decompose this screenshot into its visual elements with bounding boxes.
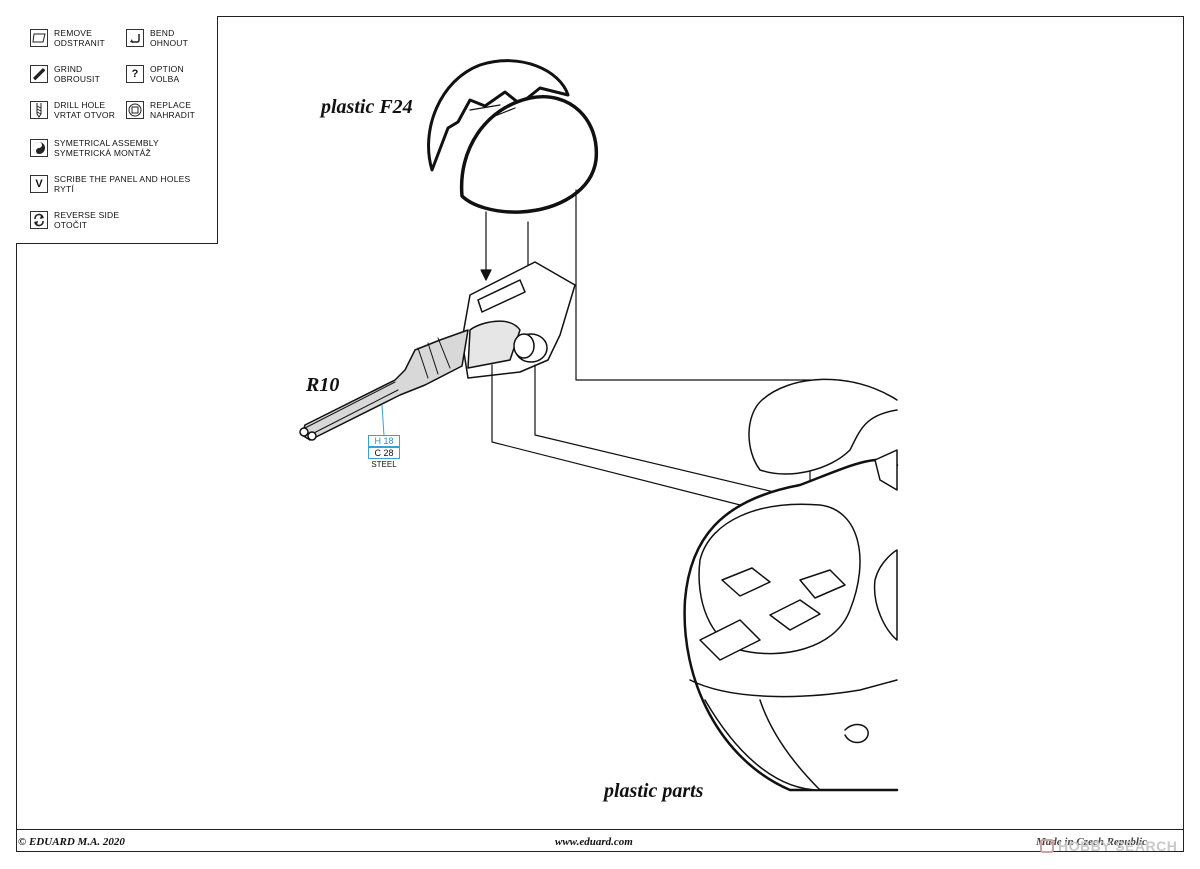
label-plastic-parts: plastic parts <box>604 780 704 802</box>
label-r10: R10 <box>306 374 340 396</box>
instruction-sheet-frame <box>16 16 1184 852</box>
legend-label: DRILL HOLE <box>54 100 106 110</box>
footer-made-in: Made in Czech Republic <box>1036 836 1147 848</box>
legend-label: SCRIBE THE PANEL AND HOLES <box>54 174 191 184</box>
watermark-logo-icon <box>1040 839 1054 853</box>
fuselage-nose-drawing <box>683 378 899 792</box>
legend-label: REVERSE SIDE <box>54 210 120 220</box>
part-tag: H 18 C 28 STEEL <box>368 435 400 469</box>
footer-copyright: © EDUARD M.A. 2020 <box>18 836 125 848</box>
label-plastic-f24: plastic F24 <box>321 96 413 118</box>
option-icon: ? <box>126 65 144 83</box>
legend-label: SYMETRICAL ASSEMBLY <box>54 138 159 148</box>
remove-icon <box>30 29 48 47</box>
legend-label: REMOVE <box>54 28 93 38</box>
gun-mount-drawing <box>299 261 576 441</box>
bend-icon <box>126 29 144 47</box>
watermark-text: HOBBY SEARCH <box>1058 838 1178 854</box>
legend-label: ODSTRANIT <box>54 38 105 48</box>
legend-label: OTOČIT <box>54 220 88 230</box>
legend-label: NAHRADIT <box>150 110 196 120</box>
part-tag-h: H 18 <box>368 435 400 447</box>
legend-label: SYMETRICKÁ MONTÁŽ <box>54 148 151 158</box>
footer-divider <box>16 829 1184 830</box>
legend-label: VOLBA <box>150 74 180 84</box>
reverse-side-icon <box>30 211 48 229</box>
legend-label: RYTÍ <box>54 184 75 194</box>
legend-label: OHNOUT <box>150 38 189 48</box>
watermark: HOBBY SEARCH <box>1040 838 1177 854</box>
legend-label: BEND <box>150 28 175 38</box>
fairing-f24-drawing <box>427 59 599 214</box>
grind-icon <box>30 65 48 83</box>
legend-label: GRIND <box>54 64 83 74</box>
symmetrical-assembly-icon <box>30 139 48 157</box>
scribe-icon: V <box>30 175 48 193</box>
legend-label: REPLACE <box>150 100 192 110</box>
legend-label: VRTAT OTVOR <box>54 110 116 120</box>
legend-label: OBROUSIT <box>54 74 100 84</box>
part-tag-c: C 28 <box>368 447 400 459</box>
legend-label: OPTION <box>150 64 184 74</box>
drill-hole-icon <box>30 101 48 119</box>
replace-icon <box>126 101 144 119</box>
part-tag-material: STEEL <box>371 460 397 469</box>
footer-website: www.eduard.com <box>555 836 633 848</box>
